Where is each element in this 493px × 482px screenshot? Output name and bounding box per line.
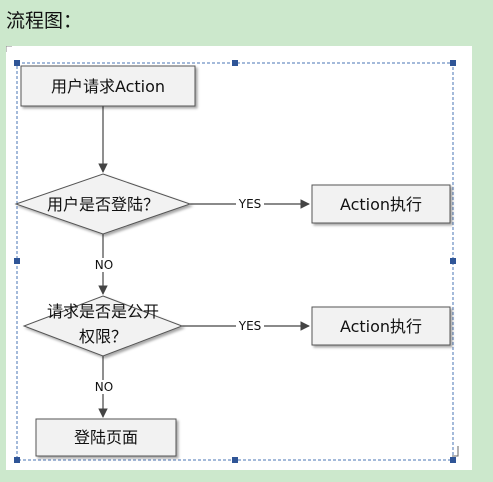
node-start-label: 用户请求Action <box>51 77 165 96</box>
resize-handle-bottom-right[interactable] <box>450 457 456 463</box>
node-decision1[interactable]: 用户是否登陆？ <box>14 173 192 235</box>
node-login[interactable]: 登陆页面 <box>35 418 177 457</box>
resize-handle-top-left[interactable] <box>14 60 20 66</box>
node-login-label: 登陆页面 <box>74 428 138 447</box>
node-exec2[interactable]: Action执行 <box>311 306 451 346</box>
node-start[interactable]: 用户请求Action <box>20 65 196 107</box>
resize-handle-top[interactable] <box>232 60 238 66</box>
resize-handle-left[interactable] <box>14 258 20 264</box>
node-exec2-label: Action执行 <box>340 317 422 336</box>
resize-handle-right[interactable] <box>450 258 456 264</box>
edge-label-d2-yes: YES <box>238 319 262 333</box>
paragraph-mark-icon <box>452 446 459 457</box>
node-decision2-label-line2: 权限？ <box>79 327 127 346</box>
node-decision1-label: 用户是否登陆？ <box>47 195 159 214</box>
resize-handle-top-right[interactable] <box>450 60 456 66</box>
node-decision2-label-line1: 请求是否是公开 <box>47 302 159 321</box>
resize-handle-bottom-left[interactable] <box>14 457 20 463</box>
edge-label-d2-no: NO <box>95 380 113 394</box>
flowchart-diagram[interactable]: NO YES YES NO 用户请求Action 用户是否登陆？ Action执… <box>6 46 472 470</box>
node-exec1[interactable]: Action执行 <box>311 184 451 224</box>
selection-frame <box>16 62 454 461</box>
anchor-mark-icon <box>6 46 12 52</box>
caption-label: 流程图： <box>6 10 83 32</box>
resize-handle-bottom[interactable] <box>232 457 238 463</box>
edge-label-d1-yes: YES <box>238 197 262 211</box>
diagram-canvas: NO YES YES NO 用户请求Action 用户是否登陆？ Action执… <box>6 46 472 470</box>
edge-label-d1-no: NO <box>95 258 113 272</box>
node-decision2[interactable]: 请求是否是公开 权限？ <box>22 295 184 357</box>
node-exec1-label: Action执行 <box>340 195 422 214</box>
